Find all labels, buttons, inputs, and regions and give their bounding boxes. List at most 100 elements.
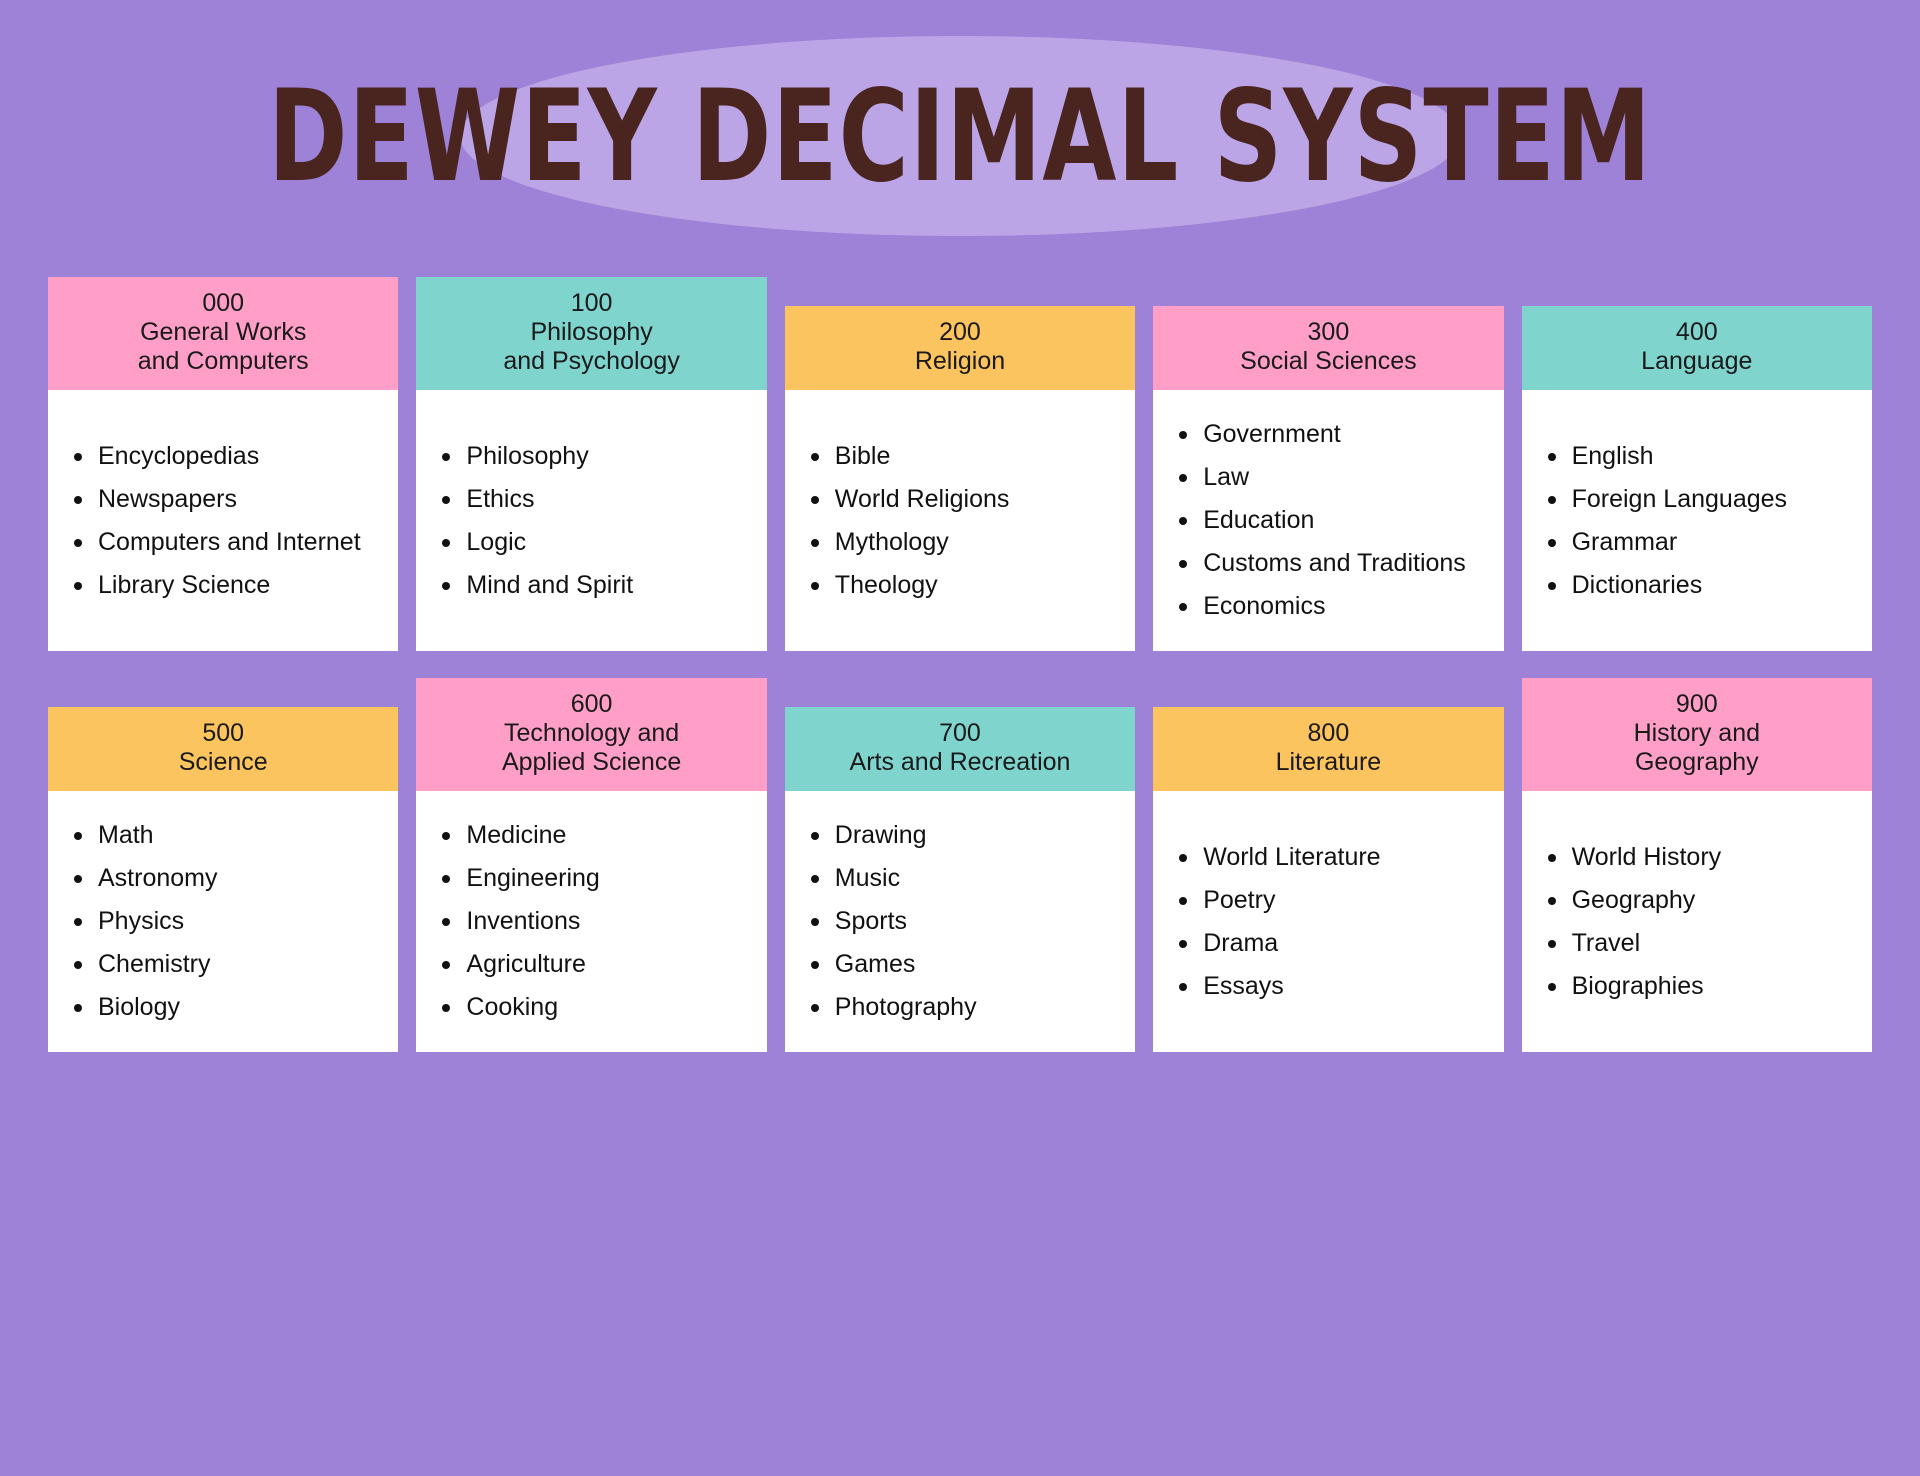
- list-item: Government: [1175, 420, 1493, 449]
- list-item: World Religions: [807, 485, 1125, 514]
- list-item: Grammar: [1544, 528, 1862, 557]
- list-item: Poetry: [1175, 886, 1493, 915]
- list-item: Chemistry: [70, 950, 388, 979]
- list-item: Travel: [1544, 929, 1862, 958]
- card-label-line: Literature: [1275, 748, 1382, 776]
- card-label-line: Geography: [1634, 748, 1759, 776]
- list-item: Mind and Spirit: [438, 571, 756, 600]
- list-item: Encyclopedias: [70, 442, 388, 471]
- list-item: Education: [1175, 506, 1493, 535]
- title-ellipse-decoration: [460, 36, 1460, 236]
- list-item: Theology: [807, 571, 1125, 600]
- list-item: Physics: [70, 907, 388, 936]
- list-item: English: [1544, 442, 1862, 471]
- list-item: Essays: [1175, 972, 1493, 1001]
- list-item: Newspapers: [70, 485, 388, 514]
- card-label-line: and Computers: [137, 347, 309, 375]
- list-item: Medicine: [438, 821, 756, 850]
- list-item: Inventions: [438, 907, 756, 936]
- card-label-line: Science: [178, 748, 268, 776]
- list-item: Music: [807, 864, 1125, 893]
- list-item: Biology: [70, 993, 388, 1022]
- card-number: 200: [939, 318, 981, 346]
- list-item: Foreign Languages: [1544, 485, 1862, 514]
- list-item: Cooking: [438, 993, 756, 1022]
- list-item: Philosophy: [438, 442, 756, 471]
- card-number: 300: [1307, 318, 1350, 346]
- list-item: Library Science: [70, 571, 388, 600]
- card-number: 000: [202, 289, 245, 317]
- card-label-line: Religion: [914, 347, 1006, 375]
- list-item: Customs and Traditions: [1175, 549, 1493, 578]
- list-item: Astronomy: [70, 864, 388, 893]
- card-number: 700: [939, 719, 981, 747]
- list-item: Biographies: [1544, 972, 1862, 1001]
- list-item: Geography: [1544, 886, 1862, 915]
- card-label-line: Language: [1641, 347, 1753, 375]
- list-item: Law: [1175, 463, 1493, 492]
- card-label-line: Philosophy: [530, 318, 653, 346]
- card-number: 800: [1307, 719, 1350, 747]
- list-item: Engineering: [438, 864, 756, 893]
- list-item: World History: [1544, 843, 1862, 872]
- list-item: Mythology: [807, 528, 1125, 557]
- card-label-line: General Works: [140, 318, 307, 346]
- card-label-line: History and: [1633, 719, 1761, 747]
- card-label-line: Technology and: [504, 719, 680, 747]
- list-item: Agriculture: [438, 950, 756, 979]
- card-label-line: and Psychology: [503, 347, 680, 375]
- list-item: Drama: [1175, 929, 1493, 958]
- card-number: 500: [202, 719, 245, 747]
- list-item: Computers and Internet: [70, 528, 388, 557]
- card-number: 600: [570, 690, 613, 718]
- card-number: 100: [570, 289, 613, 317]
